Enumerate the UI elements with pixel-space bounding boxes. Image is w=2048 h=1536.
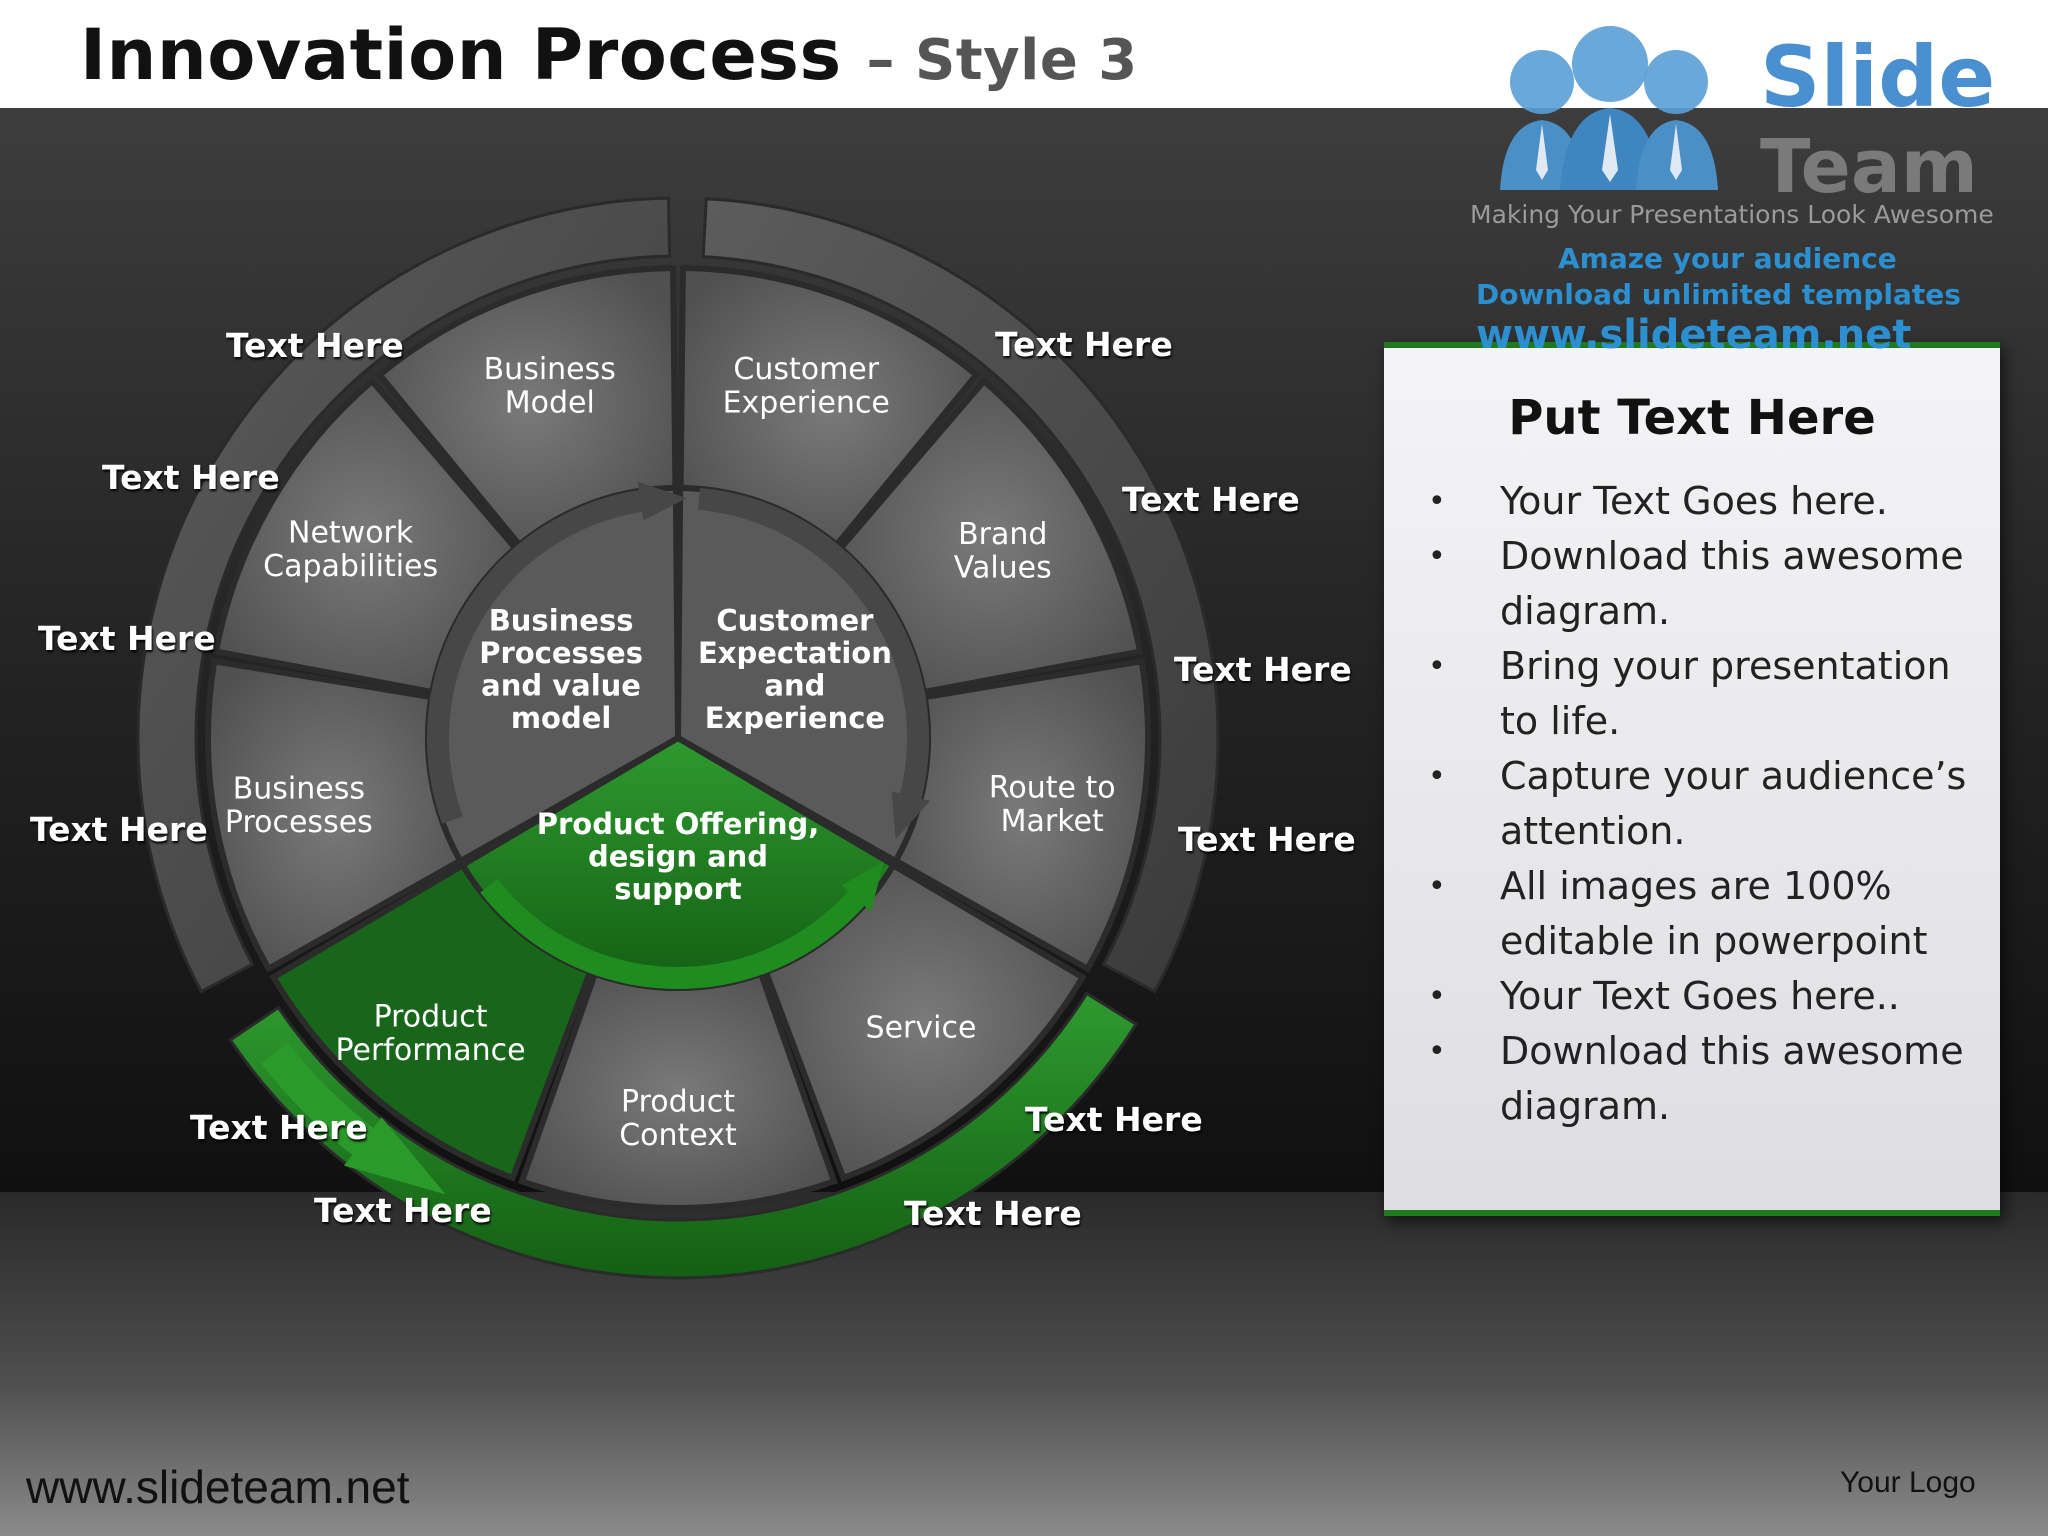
callout-text: Text Here [1025, 1100, 1203, 1139]
logo-line1: Amaze your audience [1558, 242, 1897, 275]
logo-tagline: Making Your Presentations Look Awesome [1470, 200, 1994, 229]
inner-arrow-head [637, 481, 687, 521]
bullet-text: Your Text Goes here. [1500, 479, 1888, 523]
panel-title: Put Text Here [1508, 390, 1876, 446]
callout-text: Text Here [226, 326, 404, 365]
bullet-item: • Your Text Goes here. [1420, 474, 1980, 529]
inner-arrow-head [891, 791, 931, 840]
text-panel: Put Text Here • Your Text Goes here. • Dow… [1384, 342, 2000, 1216]
outer-arrow-green-head [343, 1117, 446, 1195]
callout-text: Text Here [1122, 480, 1300, 519]
bullet-item: • Download this awesome diagram. [1420, 529, 1980, 639]
people-logo-icon [1500, 26, 1718, 190]
page-title: Innovation Process – Style 3 [80, 14, 1138, 96]
callout-text: Text Here [1178, 820, 1356, 859]
footer-logo-text: Your Logo [1840, 1466, 1976, 1499]
segment-group [205, 264, 1151, 1211]
bullet-dot-icon: • [1428, 1034, 1446, 1069]
inner-arrow [427, 487, 659, 824]
bullet-text: Download this awesome diagram. [1500, 534, 1964, 633]
outer-ring-band [701, 197, 1220, 994]
title-sub: – Style 3 [866, 28, 1138, 93]
bullet-item: • Capture your audience’s attention. [1420, 749, 1980, 859]
bullet-text: Bring your presentation to life. [1500, 644, 1951, 743]
callout-text: Text Here [314, 1191, 492, 1230]
bullet-item: • Bring your presentation to life. [1420, 639, 1980, 749]
inner-arrow [697, 487, 929, 816]
slideteam-logo: Slide Team Making Your Presentations Loo… [1470, 20, 2030, 358]
bullet-item: • Download this awesome diagram. [1420, 1024, 1980, 1134]
callout-text: Text Here [30, 810, 208, 849]
outer-segment-label: Service [866, 1011, 977, 1046]
bullet-item: • All images are 100% editable in powerpo… [1420, 859, 1980, 969]
bullet-text: Capture your audience’s attention. [1500, 754, 1967, 853]
bullet-item: • Your Text Goes here.. [1420, 969, 1980, 1024]
bullet-dot-icon: • [1428, 979, 1446, 1014]
logo-slide: Slide [1760, 28, 1996, 126]
logo-line2: Download unlimited templates [1476, 278, 1961, 311]
title-bar: Innovation Process – Style 3 [0, 0, 2048, 108]
callout-text: Text Here [1174, 650, 1352, 689]
outer-ring-band [228, 991, 1139, 1280]
callout-text: Text Here [995, 325, 1173, 364]
callout-text: Text Here [38, 619, 216, 658]
logo-url: www.slideteam.net [1476, 312, 1912, 358]
bullet-list: • Your Text Goes here. • Download this awe… [1420, 474, 1980, 1134]
bullet-text: Download this awesome diagram. [1500, 1029, 1964, 1128]
logo-team: Team [1760, 124, 1978, 210]
bullet-text: Your Text Goes here.. [1500, 974, 1900, 1018]
ring-group [136, 196, 1220, 1280]
callout-text: Text Here [190, 1108, 368, 1147]
inner-arrow-green-head [841, 861, 884, 912]
bullet-dot-icon: • [1428, 649, 1446, 684]
bullet-dot-icon: • [1428, 869, 1446, 904]
callout-text: Text Here [102, 458, 280, 497]
arrow-group [261, 481, 931, 1195]
outer-ring-band [136, 196, 672, 994]
bullet-dot-icon: • [1428, 759, 1446, 794]
floor-reflection [0, 1192, 2048, 1536]
inner-arrow-green [480, 878, 876, 989]
bullet-dot-icon: • [1428, 484, 1446, 519]
bullet-dot-icon: • [1428, 539, 1446, 574]
bullet-text: All images are 100% editable in powerpoi… [1500, 864, 1928, 963]
callout-text: Text Here [904, 1194, 1082, 1233]
title-main: Innovation Process [80, 14, 842, 96]
footer-url: www.slideteam.net [26, 1461, 410, 1513]
